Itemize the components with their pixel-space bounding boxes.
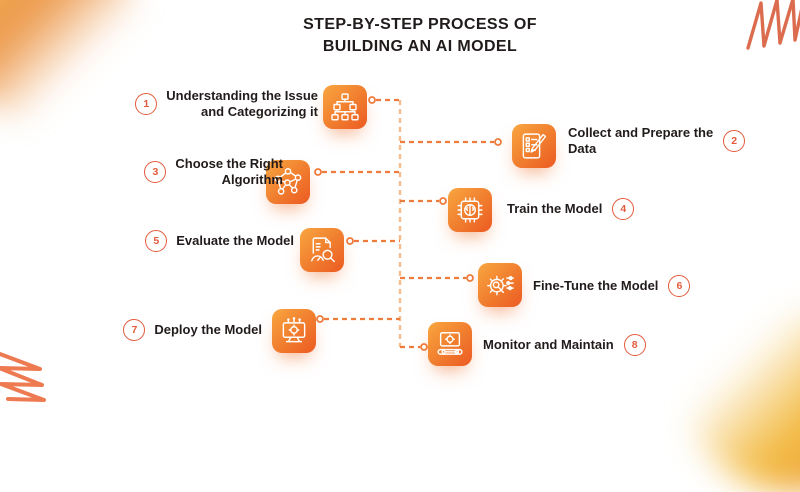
step-1-icon-tile	[323, 85, 367, 129]
step-row-2: Collect and Prepare the Data 2	[568, 125, 746, 157]
monitor-deploy-icon	[279, 317, 309, 346]
title-line-1: STEP-BY-STEP PROCESS OF	[303, 16, 537, 33]
step-6-number-badge: 6	[668, 275, 691, 297]
page-title: STEP-BY-STEP PROCESS OF BUILDING AN AI M…	[120, 14, 720, 58]
step-row-3: 3 Choose the Right Algorithm	[144, 156, 283, 188]
report-magnifier-icon	[307, 235, 337, 265]
step-4-label: Train the Model	[507, 201, 602, 217]
step-1-number-badge: 1	[135, 93, 158, 115]
step-2-number-badge: 2	[723, 130, 746, 152]
flow-connectors	[314, 96, 502, 351]
step-3-icon-tile	[266, 160, 310, 204]
step-6-label-line-1: Fine-Tune the Model	[533, 278, 659, 293]
step-4-icon-tile	[448, 188, 492, 232]
step-5-number-badge: 5	[145, 230, 168, 252]
step-2-label-line-1: Collect and Prepare the	[568, 125, 714, 140]
checklist-pen-icon	[519, 131, 549, 161]
step-6-label: Fine-Tune the Model	[533, 278, 658, 294]
step-2-icon-tile	[512, 124, 556, 168]
gear-tune-icon	[485, 270, 515, 300]
laptop-maintain-icon	[435, 329, 465, 359]
step-2-label: Collect and Prepare the Data	[568, 125, 713, 157]
chip-brain-icon	[455, 195, 485, 225]
scribble-bottom-left-icon	[0, 352, 46, 402]
step-4-number-badge: 4	[612, 198, 635, 220]
step-7-label: Deploy the Model	[154, 322, 262, 338]
title-line-2: BUILDING AN AI MODEL	[322, 38, 518, 55]
network-nodes-icon	[273, 167, 303, 197]
step-2-label-line-2: Data	[568, 141, 597, 156]
step-5-label-line-1: Evaluate the Model	[176, 233, 294, 248]
step-row-4: Train the Model 4	[507, 198, 635, 220]
step-8-label: Monitor and Maintain	[483, 337, 614, 353]
step-row-7: 7 Deploy the Model	[123, 319, 262, 341]
step-3-number-badge: 3	[144, 161, 167, 183]
step-1-label: Understanding the Issue and Categorizing…	[166, 88, 318, 120]
hierarchy-icon	[330, 92, 360, 122]
step-4-label-line-1: Train the Model	[507, 201, 603, 216]
step-3-label-line-1: Choose the Right	[175, 156, 283, 171]
step-8-number-badge: 8	[623, 334, 646, 356]
step-5-label: Evaluate the Model	[176, 233, 294, 249]
step-row-5: 5 Evaluate the Model	[145, 230, 294, 252]
step-3-label-line-2: Algorithm	[221, 172, 283, 187]
step-row-1: 1 Understanding the Issue and Categorizi…	[135, 88, 318, 120]
step-7-label-line-1: Deploy the Model	[154, 322, 262, 337]
scribble-top-right-icon	[746, 0, 800, 50]
step-3-label: Choose the Right Algorithm	[175, 156, 283, 188]
step-1-label-line-1: Understanding the Issue	[166, 88, 318, 103]
step-row-8: Monitor and Maintain 8	[483, 334, 646, 356]
step-7-icon-tile	[272, 309, 316, 353]
deco-blob-bottom-right	[688, 312, 800, 492]
step-5-icon-tile	[300, 228, 344, 272]
step-7-number-badge: 7	[123, 319, 146, 341]
step-8-icon-tile	[428, 322, 472, 366]
deco-blob-top-left	[0, 0, 140, 120]
step-row-6: Fine-Tune the Model 6	[533, 275, 691, 297]
step-6-icon-tile	[478, 263, 522, 307]
step-1-label-line-2: and Categorizing it	[201, 104, 318, 119]
step-8-label-line-1: Monitor and Maintain	[483, 337, 614, 352]
